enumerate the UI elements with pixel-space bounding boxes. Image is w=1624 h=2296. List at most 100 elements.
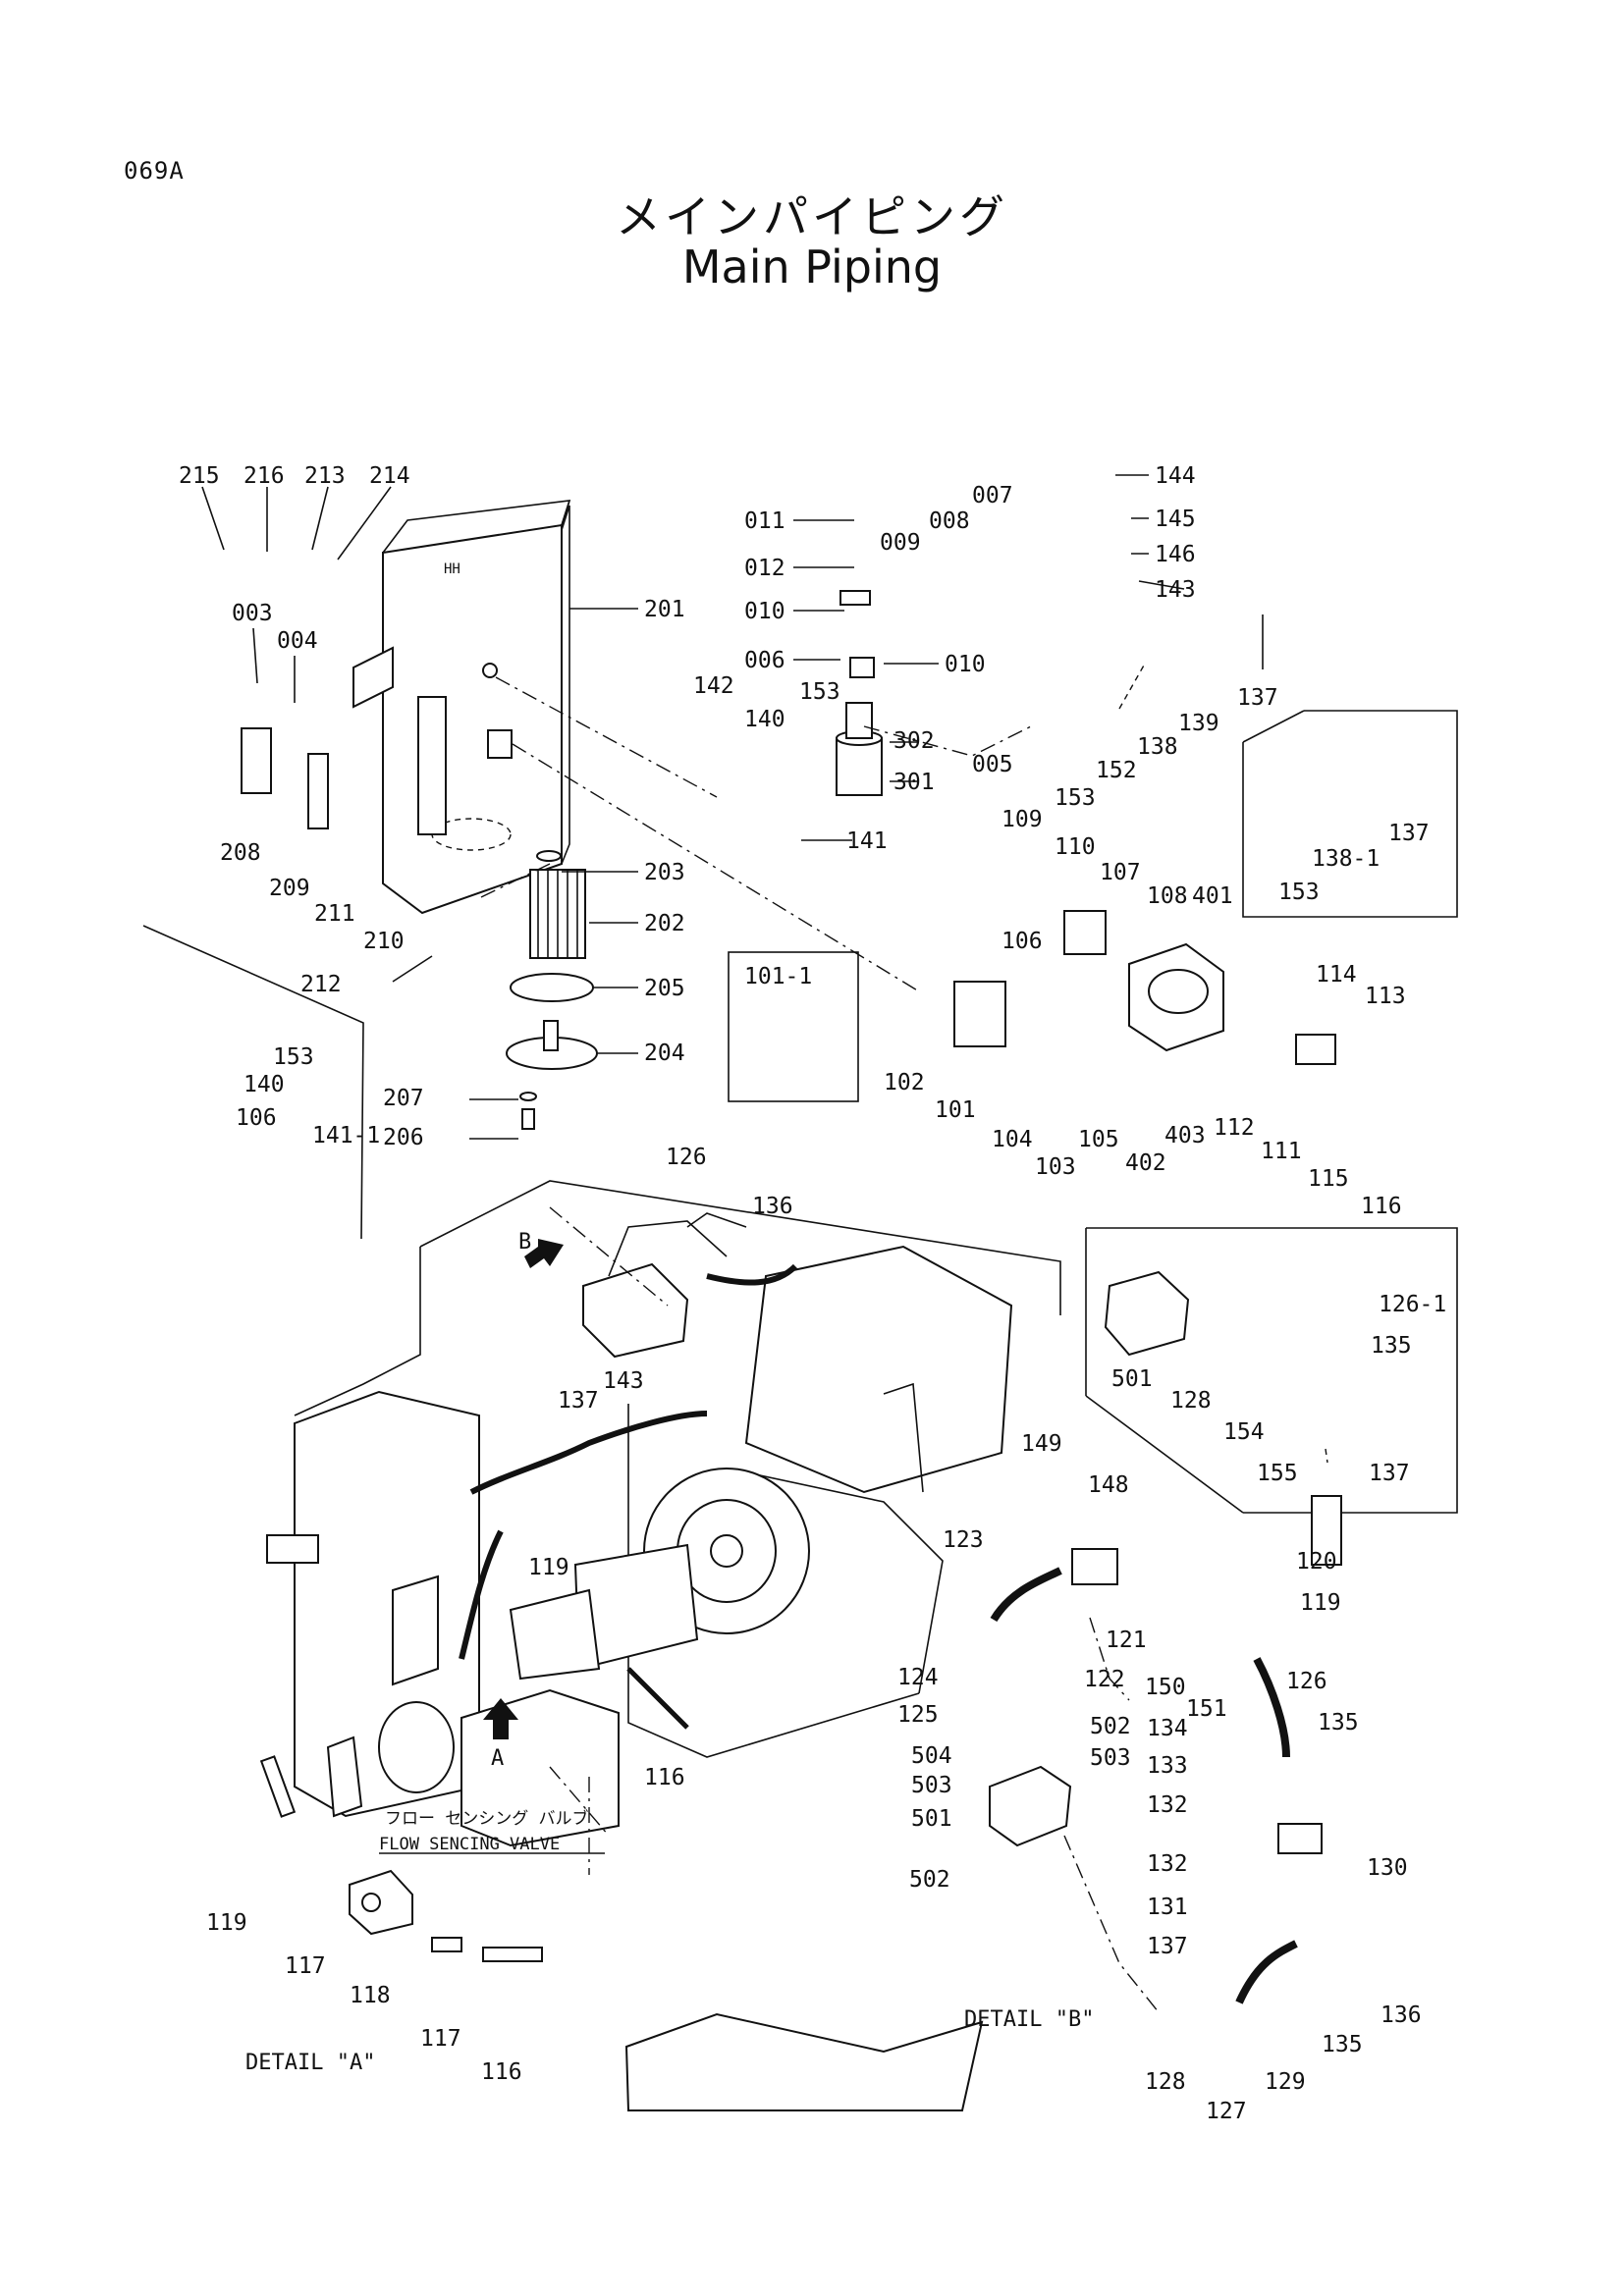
hydraulic-tank: HH (382, 500, 571, 915)
piping-harness (459, 1263, 798, 1730)
arrow-b-label: B (518, 1230, 531, 1255)
callout-151: 151 (1186, 1696, 1227, 1722)
connection-lines (480, 663, 1328, 2013)
svg-text:HH: HH (444, 561, 460, 577)
callout-137-c: 137 (558, 1388, 599, 1414)
callout-119-b: 119 (1300, 1590, 1341, 1616)
callout-153-b: 153 (1055, 785, 1096, 811)
callout-140-b: 140 (244, 1072, 285, 1097)
callout-132-a: 132 (1147, 1792, 1188, 1818)
callout-209: 209 (269, 876, 310, 901)
callout-504: 504 (911, 1743, 952, 1769)
callout-135-b: 135 (1318, 1710, 1359, 1735)
callout-128-b: 128 (1145, 2069, 1186, 2095)
callout-009: 009 (880, 530, 921, 556)
callout-155: 155 (1257, 1461, 1298, 1486)
leader-lines (201, 474, 1264, 1140)
callout-109: 109 (1001, 807, 1043, 832)
callout-137-b: 137 (1388, 821, 1430, 846)
callout-117-a: 117 (285, 1953, 326, 1979)
callout-119-c: 119 (206, 1910, 247, 1936)
callout-103: 103 (1035, 1154, 1076, 1180)
callout-126-1: 126-1 (1379, 1292, 1446, 1317)
callout-203: 203 (644, 860, 685, 885)
callout-138-1: 138-1 (1312, 846, 1380, 872)
callout-137-a: 137 (1237, 685, 1278, 711)
callout-119-a: 119 (528, 1555, 569, 1580)
callout-110: 110 (1055, 834, 1096, 860)
callout-214: 214 (369, 463, 410, 489)
callout-114: 114 (1316, 962, 1357, 988)
callout-106-a: 106 (1001, 929, 1043, 954)
callout-138: 138 (1137, 734, 1178, 760)
title-english: Main Piping (681, 240, 943, 294)
callout-206: 206 (383, 1125, 424, 1150)
callout-134: 134 (1147, 1716, 1188, 1741)
callout-153-a: 153 (799, 679, 840, 705)
callout-126-a: 126 (666, 1145, 707, 1170)
gear-pump (953, 910, 1336, 1065)
callout-132-b: 132 (1147, 1851, 1188, 1877)
callout-153-d: 153 (273, 1044, 314, 1070)
line-filter (836, 590, 883, 796)
detail-b-block (989, 1495, 1342, 2004)
flow-valve-label-jp: フロー センシング バルブ (385, 1808, 588, 1829)
callout-010-a: 010 (744, 599, 785, 624)
callout-149: 149 (1021, 1431, 1062, 1457)
callout-006: 006 (744, 648, 785, 673)
control-valve-b (582, 1212, 747, 1359)
callout-403: 403 (1164, 1123, 1206, 1148)
callout-107: 107 (1100, 860, 1141, 885)
callout-131: 131 (1147, 1895, 1188, 1920)
callout-112: 112 (1214, 1115, 1255, 1141)
callout-135-a: 135 (1371, 1333, 1412, 1359)
callout-111: 111 (1261, 1139, 1302, 1164)
machine-body (266, 1180, 1061, 2111)
callout-146: 146 (1155, 542, 1196, 567)
callout-108: 108 (1147, 883, 1188, 909)
callout-302: 302 (893, 728, 935, 754)
callout-148: 148 (1088, 1472, 1129, 1498)
callout-120: 120 (1296, 1549, 1337, 1575)
callout-121: 121 (1106, 1628, 1147, 1653)
callout-116-c: 116 (481, 2059, 522, 2085)
detail-box-138-1 (1242, 710, 1458, 918)
callout-104: 104 (992, 1127, 1033, 1152)
callout-101: 101 (935, 1097, 976, 1123)
callout-117-b: 117 (420, 2026, 461, 2052)
callout-152: 152 (1096, 758, 1137, 783)
callout-215: 215 (179, 463, 220, 489)
callout-126-b: 126 (1286, 1669, 1327, 1694)
callout-118: 118 (350, 1983, 391, 2008)
callout-005: 005 (972, 752, 1013, 777)
callout-012: 012 (744, 556, 785, 581)
gauge-cylinder (378, 1701, 455, 1793)
callout-004: 004 (277, 628, 318, 654)
callout-101-1: 101-1 (744, 964, 812, 989)
callout-202: 202 (644, 911, 685, 936)
arrow-b-indicator (524, 1239, 564, 1268)
callout-150: 150 (1145, 1675, 1186, 1700)
callout-210: 210 (363, 929, 405, 954)
callout-143-b: 143 (603, 1368, 644, 1394)
callout-205: 205 (644, 976, 685, 1001)
callout-501-a: 501 (1111, 1366, 1153, 1392)
callout-503-b: 503 (911, 1773, 952, 1798)
callout-122: 122 (1084, 1667, 1125, 1692)
callout-141: 141 (846, 828, 888, 854)
callouts: 215 216 213 214 201 003 004 208 209 211 … (179, 463, 1446, 2124)
detail-a-label: DETAIL "A" (245, 2051, 375, 2075)
callout-137-d: 137 (1369, 1461, 1410, 1486)
callout-207: 207 (383, 1086, 424, 1111)
page-code: 069A (124, 157, 185, 185)
callout-008: 008 (929, 508, 970, 534)
detail-box-126-1 (1085, 1227, 1458, 1514)
callout-141-1: 141-1 (312, 1123, 380, 1148)
callout-116-a: 116 (1361, 1194, 1402, 1219)
callout-204: 204 (644, 1041, 685, 1066)
arrow-a-label: A (491, 1746, 504, 1771)
callout-142: 142 (693, 673, 734, 699)
callout-137-e: 137 (1147, 1934, 1188, 1959)
callout-143-a: 143 (1155, 577, 1196, 603)
